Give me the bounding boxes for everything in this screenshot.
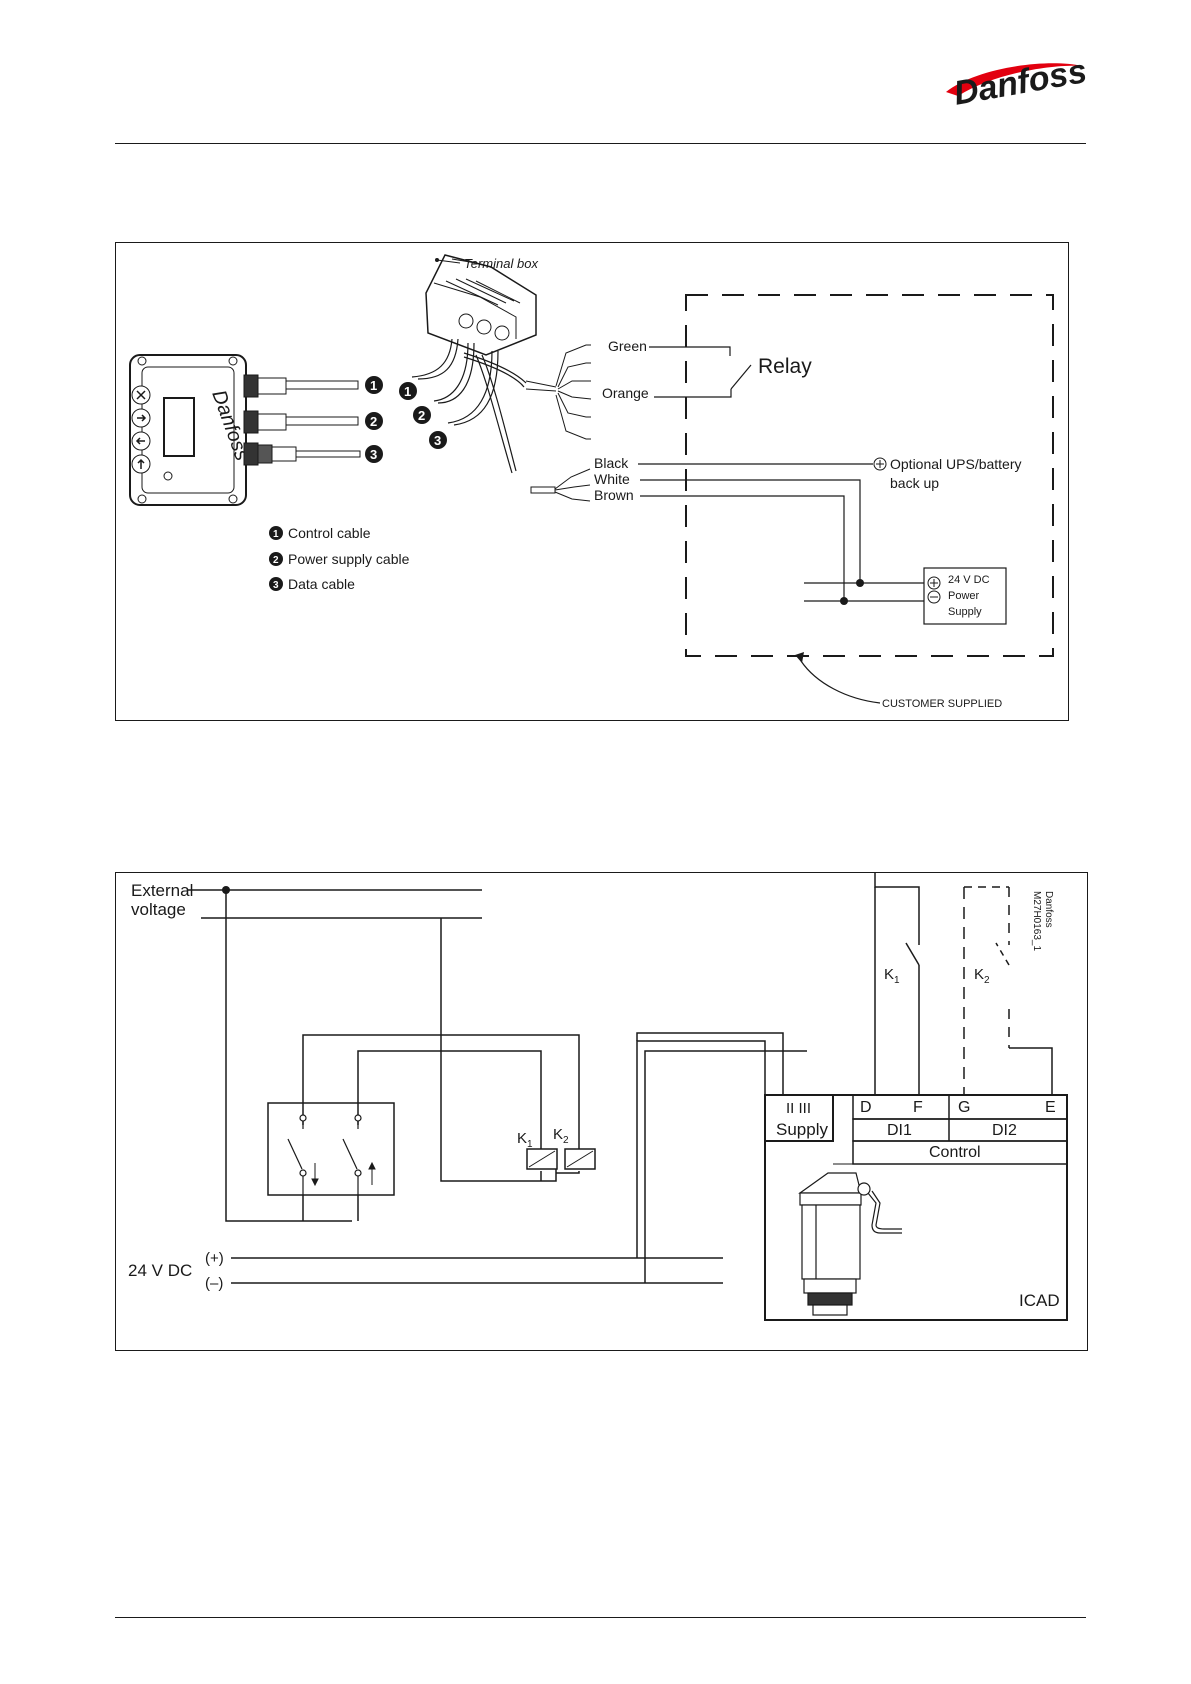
customer-supplied-box <box>685 294 1054 657</box>
power-supply-line3: Supply <box>948 606 982 618</box>
customer-supplied-arrow <box>800 660 881 704</box>
terminal-d: D <box>860 1099 872 1116</box>
dc-plus-label: (+) <box>205 1250 224 1267</box>
k1-contact-label: K1 <box>884 966 900 986</box>
power-cable-fanout <box>530 468 591 502</box>
svg-text:1: 1 <box>370 378 377 393</box>
svg-text:3: 3 <box>434 433 441 448</box>
control-cable-fanout <box>525 344 592 440</box>
relay-wires <box>649 346 752 398</box>
power-wires <box>638 463 924 602</box>
drawing-code-line1: Danfoss <box>1043 891 1054 928</box>
ups-plus-icon <box>873 457 887 471</box>
svg-text:3: 3 <box>370 447 377 462</box>
control-label: Control <box>929 1144 981 1161</box>
controller-device: Danfoss <box>129 354 253 506</box>
ups-label-line2: back up <box>890 475 939 491</box>
drawing-code-line2: M27H0163_1 <box>1031 891 1042 951</box>
wire-label-green: Green <box>608 338 647 354</box>
di2-label: DI2 <box>992 1122 1017 1139</box>
power-supply-line2: Power <box>948 590 980 602</box>
wire-label-black: Black <box>594 455 629 471</box>
relay-coil-k2 <box>564 1148 596 1170</box>
control-circuit-panel: K1 K2 K1 K2 External voltage 24 V DC (+)… <box>115 872 1088 1351</box>
danfoss-logo: Danfoss <box>946 52 1088 113</box>
footer-rule <box>115 1617 1086 1618</box>
k1-coil-label: K1 <box>517 1130 533 1150</box>
external-voltage-line2: voltage <box>131 900 186 919</box>
wire-label-orange: Orange <box>602 385 649 401</box>
arrow-up-icon <box>368 1161 376 1185</box>
dc-minus-label: (–) <box>205 1275 223 1292</box>
icad-actuator <box>798 1172 902 1316</box>
legend-power-supply-cable: Power supply cable <box>288 551 410 567</box>
cable-legend: 1 Control cable 2 Power supply cable 3 D… <box>269 525 410 592</box>
cable-numbers-left: 1 2 3 <box>365 376 383 463</box>
logo-text: Danfoss <box>951 52 1088 113</box>
terminal-f: F <box>913 1099 923 1116</box>
circuit-wires <box>188 873 1053 1284</box>
ups-label-line1: Optional UPS/battery <box>890 456 1022 472</box>
power-supply-polarity-icons <box>927 576 941 604</box>
power-supply-line1: 24 V DC <box>948 574 990 586</box>
svg-text:2: 2 <box>418 408 425 423</box>
wire-label-white: White <box>594 471 630 487</box>
header-rule <box>115 143 1086 144</box>
supply-terminals: II III <box>786 1100 811 1117</box>
legend-data-cable: Data cable <box>288 576 355 592</box>
terminal-e: E <box>1045 1099 1056 1116</box>
icad-unit <box>764 1094 1068 1321</box>
terminal-cables <box>411 338 527 474</box>
customer-supplied-label: CUSTOMER SUPPLIED <box>882 698 1002 710</box>
legend-control-cable: Control cable <box>288 525 371 541</box>
svg-text:2: 2 <box>370 414 377 429</box>
wire-label-brown: Brown <box>594 487 634 503</box>
dc-voltage-label: 24 V DC <box>128 1261 192 1280</box>
terminal-box-label: Terminal box <box>464 256 538 271</box>
icad-label: ICAD <box>1019 1291 1060 1310</box>
switch-contacts <box>287 1114 362 1195</box>
svg-text:2: 2 <box>273 555 279 566</box>
cable-connectors <box>243 374 361 466</box>
wiring-diagram-panel: Danfoss 1 2 3 Terminal box <box>115 242 1069 721</box>
relay-label: Relay <box>758 355 812 378</box>
relay-coil-k1 <box>526 1148 558 1170</box>
control-circuit-diagram: K1 K2 K1 K2 External voltage 24 V DC (+)… <box>128 873 1068 1321</box>
svg-text:1: 1 <box>404 384 411 399</box>
cable-numbers-right: 1 2 3 <box>399 382 447 449</box>
svg-text:3: 3 <box>273 580 279 591</box>
terminal-g: G <box>958 1099 970 1116</box>
svg-text:1: 1 <box>273 529 279 540</box>
di1-label: DI1 <box>887 1122 912 1139</box>
k2-contact-label: K2 <box>974 966 990 986</box>
arrow-down-icon <box>311 1163 319 1187</box>
supply-label: Supply <box>776 1120 828 1139</box>
external-voltage-line1: External <box>131 881 193 900</box>
controller-display <box>163 397 195 457</box>
wiring-diagram: Danfoss 1 2 3 Terminal box <box>129 254 1054 710</box>
terminal-box <box>425 254 537 356</box>
switch-box <box>267 1102 395 1196</box>
k2-coil-label: K2 <box>553 1126 569 1146</box>
